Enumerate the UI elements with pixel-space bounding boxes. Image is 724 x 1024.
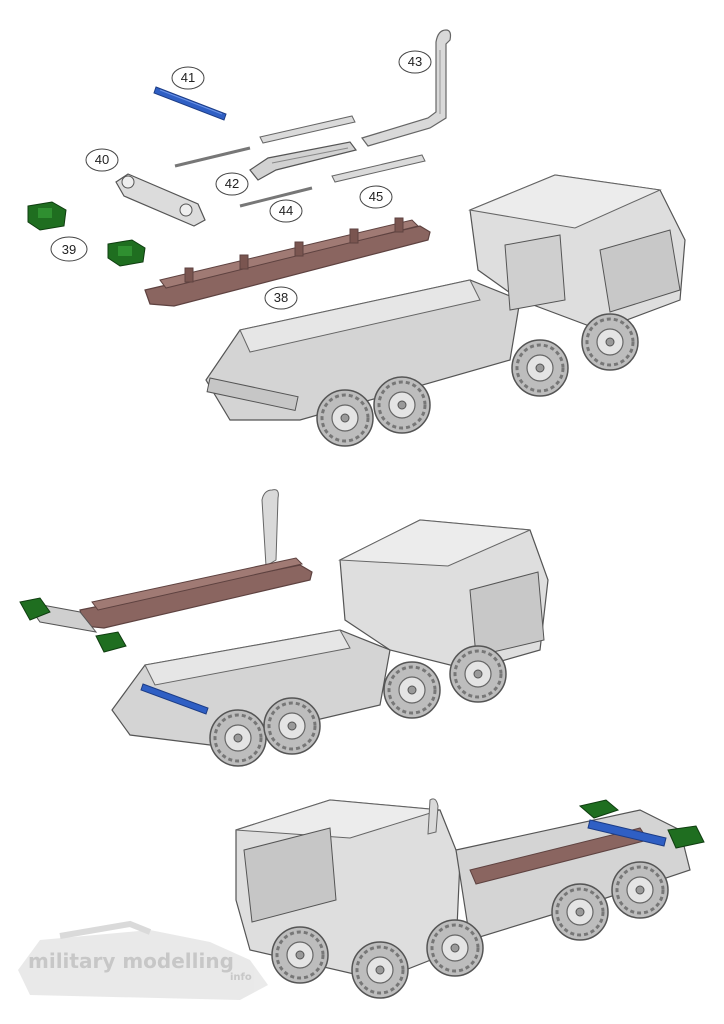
watermark-sub-text: info [230, 972, 252, 983]
svg-text:39: 39 [62, 242, 76, 257]
step2-partial-assembly [19, 489, 549, 768]
step3-complete-assembly [235, 798, 705, 1000]
svg-text:41: 41 [181, 70, 195, 85]
watermark-main-text: military modelling [28, 949, 234, 973]
callout-44: 44 [269, 199, 303, 223]
step2-frame-and-hook [19, 489, 313, 653]
callout-43: 43 [398, 50, 432, 74]
part-40-bracket [115, 173, 206, 227]
part-39-green-blocks [27, 201, 146, 267]
callout-labels: 41 43 40 42 44 45 39 38 [50, 50, 432, 310]
callout-40: 40 [85, 148, 119, 172]
callout-39: 39 [50, 236, 88, 262]
svg-text:42: 42 [225, 176, 239, 191]
watermark-logo: military modelling info [18, 920, 268, 1000]
part-42-cylinder [249, 141, 358, 181]
svg-text:40: 40 [95, 152, 109, 167]
callout-38: 38 [264, 286, 298, 310]
svg-text:45: 45 [369, 189, 383, 204]
svg-text:38: 38 [274, 290, 288, 305]
svg-text:43: 43 [408, 54, 422, 69]
callout-41: 41 [171, 66, 205, 90]
part-43-hook-arm [361, 29, 452, 147]
callout-45: 45 [359, 185, 393, 209]
parts-rods [174, 115, 426, 208]
part-41-blue-bar [153, 86, 227, 121]
step1-exploded-parts: 41 43 40 42 44 45 39 38 [27, 29, 686, 448]
truck-step2 [111, 519, 549, 768]
svg-text:44: 44 [279, 203, 293, 218]
callout-42: 42 [215, 172, 249, 196]
part-38-hook-frame [144, 217, 431, 307]
truck-step1 [205, 174, 686, 448]
